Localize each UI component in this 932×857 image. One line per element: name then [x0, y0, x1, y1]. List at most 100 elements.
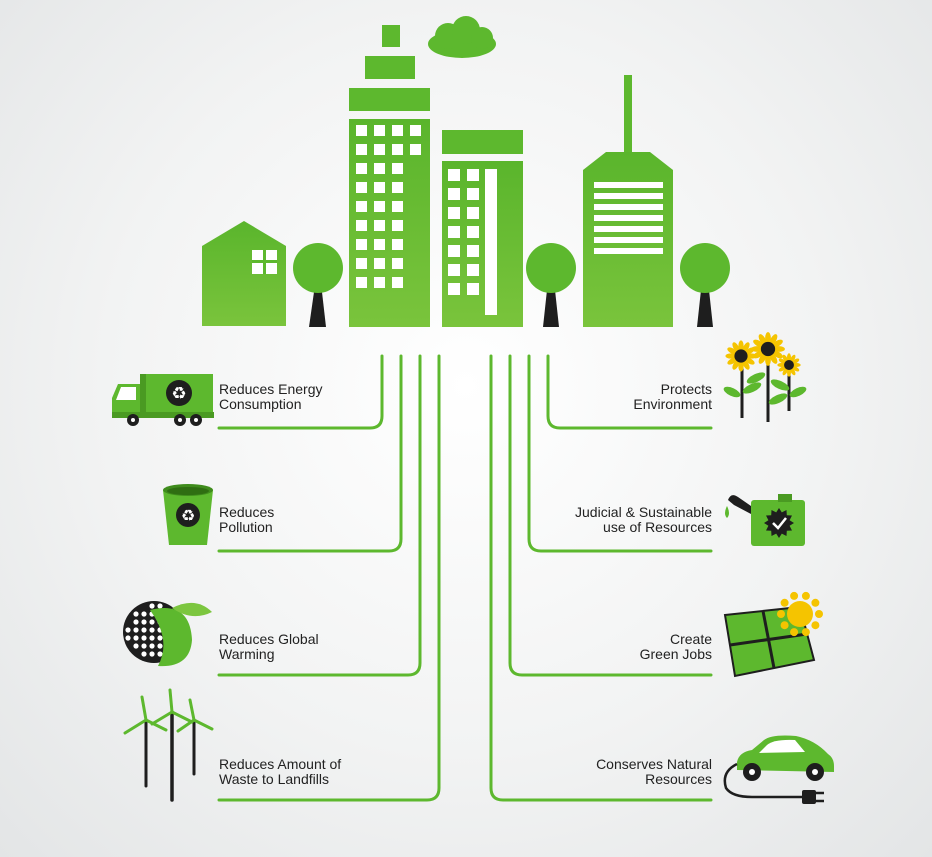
petal	[778, 358, 787, 364]
window	[374, 182, 385, 193]
benefit-line-2: Pollution	[219, 519, 273, 535]
globe-cell	[125, 627, 131, 633]
window	[467, 264, 479, 276]
window	[448, 264, 460, 276]
sunflower-head	[725, 340, 757, 372]
sunflowers-icon	[723, 332, 807, 422]
window-band	[594, 237, 663, 243]
benefit-label-green-jobs: Create Green Jobs	[640, 632, 712, 662]
svg-text:♻: ♻	[171, 384, 186, 404]
cloud-icon	[428, 16, 496, 58]
city-skyline	[202, 16, 730, 327]
globe-cell	[149, 627, 155, 633]
petal	[758, 353, 767, 364]
flower-center	[760, 341, 776, 357]
sun-ray	[811, 598, 820, 607]
globe-cell	[133, 627, 139, 633]
window	[392, 258, 403, 269]
window	[448, 226, 460, 238]
window	[448, 207, 460, 219]
tree-icon	[293, 243, 343, 327]
petal	[732, 359, 740, 370]
benefit-line-1: Reduces	[219, 504, 275, 520]
benefit-label-environment: Protects Environment	[633, 382, 712, 412]
benefit-label-energy: Reduces Energy Consumption	[219, 382, 323, 412]
window	[356, 125, 367, 136]
window	[448, 169, 460, 181]
wind-turbines-icon	[123, 688, 214, 802]
window	[410, 125, 421, 136]
petal	[751, 346, 763, 352]
globe-cell	[133, 635, 139, 641]
recycle-bin-icon: ♻	[163, 484, 213, 545]
flower-center	[784, 360, 794, 370]
benefit-line-1: Conserves Natural	[596, 756, 712, 772]
benefit-label-pollution: Reduces Pollution	[219, 505, 274, 535]
window	[374, 277, 385, 288]
petal	[765, 354, 771, 366]
petal	[782, 367, 788, 376]
svg-text:♻: ♻	[181, 506, 195, 525]
window	[392, 239, 403, 250]
benefit-label-global-warming: Reduces Global Warming	[219, 632, 319, 662]
petal	[765, 332, 771, 344]
window	[356, 163, 367, 174]
window	[392, 182, 403, 193]
window	[448, 188, 460, 200]
benefit-label-natural-resources: Conserves Natural Resources	[596, 757, 712, 787]
window	[467, 169, 479, 181]
petal	[790, 367, 796, 376]
window-band	[594, 248, 663, 254]
connector-lines	[217, 354, 713, 802]
petal	[725, 353, 737, 359]
window-band	[594, 215, 663, 221]
window	[467, 283, 479, 295]
globe-cell	[149, 635, 155, 641]
window-band	[594, 193, 663, 199]
globe-cell	[157, 603, 163, 609]
office-tower-icon	[349, 25, 430, 327]
petal	[753, 339, 764, 348]
window-band	[594, 204, 663, 210]
globe-cell	[157, 651, 163, 657]
petal	[758, 334, 767, 345]
window-band	[594, 182, 663, 188]
window	[392, 125, 403, 136]
petal	[792, 363, 801, 367]
window	[374, 258, 385, 269]
window	[467, 188, 479, 200]
globe-cell	[141, 643, 147, 649]
solar-panel-icon	[723, 591, 823, 678]
globe-cell	[133, 611, 139, 617]
benefit-line-2: Green Jobs	[639, 646, 712, 662]
globe-cell	[141, 619, 147, 625]
petal	[772, 350, 783, 359]
window	[410, 144, 421, 155]
window	[392, 201, 403, 212]
benefit-line-1: Create	[669, 631, 712, 647]
globe-leaf-icon	[123, 601, 212, 667]
sun-ray	[801, 628, 810, 637]
window	[356, 239, 367, 250]
petal	[769, 334, 778, 345]
globe-cell	[157, 643, 163, 649]
garbage-truck-icon: ♻	[112, 374, 214, 426]
sunflower-head	[751, 332, 785, 366]
tree-icon	[526, 243, 576, 327]
petal	[727, 357, 738, 365]
window	[356, 182, 367, 193]
window	[374, 144, 385, 155]
petal	[790, 354, 796, 363]
benefit-line-2: Waste to Landfills	[219, 771, 329, 787]
benefit-line-1: Reduces Amount of	[219, 756, 342, 772]
globe-cell	[141, 627, 147, 633]
globe-cell	[133, 643, 139, 649]
electric-car-icon	[723, 735, 834, 804]
globe-cell	[141, 611, 147, 617]
petal	[773, 346, 785, 352]
window	[374, 239, 385, 250]
petal	[787, 353, 791, 362]
window	[374, 163, 385, 174]
benefit-line-2: use of Resources	[603, 519, 712, 535]
sun-ray	[777, 610, 785, 618]
